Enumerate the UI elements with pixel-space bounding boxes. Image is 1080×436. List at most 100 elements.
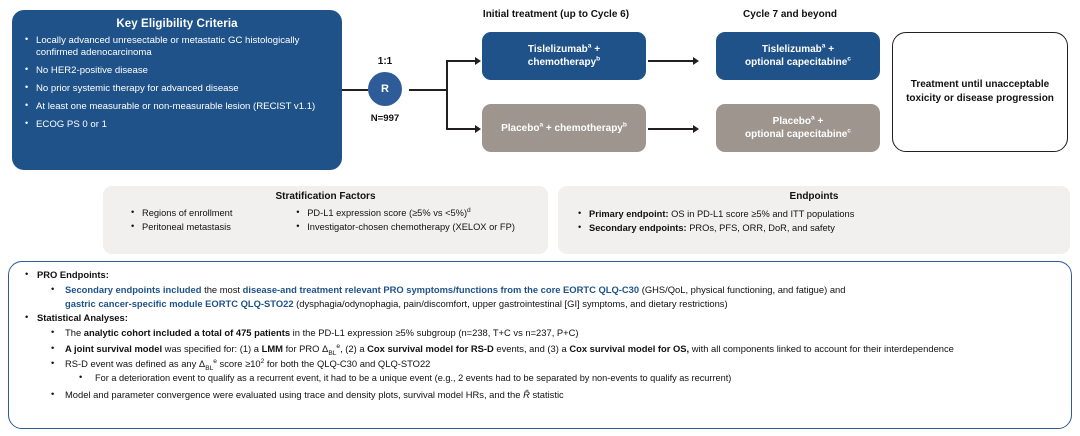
connector-line — [409, 89, 447, 91]
randomization-node: R — [368, 72, 402, 106]
footnote-marker: c — [847, 55, 851, 63]
arm-label: chemotherapy — [527, 57, 597, 68]
arrow-icon — [475, 56, 481, 65]
connector-line — [446, 128, 476, 130]
arm-label-mid: + — [814, 116, 824, 127]
footnote-marker: b — [596, 55, 601, 63]
arm-label: Placebo — [501, 122, 540, 134]
stratification-left-column: Regions of enrollment Peritoneal metasta… — [129, 206, 294, 234]
footnote-marker: e — [336, 342, 341, 350]
statistical-item-recurrent-event: For a deterioration event to qualify as … — [17, 371, 1063, 385]
endpoints-panel: Endpoints Primary endpoint: OS in PD-L1 … — [558, 186, 1070, 254]
pro-text-1: the most — [201, 284, 243, 296]
list-item: Investigator-chosen chemotherapy (XELOX … — [294, 220, 540, 235]
pro-endpoints-heading: PRO Endpoints: — [17, 267, 1063, 281]
pro-text-2: (GHS/QoL, physical functioning, and fati… — [639, 284, 846, 296]
stat-text: score ≥10 — [216, 358, 261, 370]
pro-bold-2: disease-and treatment relevant PRO sympt… — [242, 284, 640, 296]
arm-label-mid: + chemotherapy — [543, 122, 623, 134]
pro-statistics-box: PRO Endpoints: Secondary endpoints inclu… — [8, 261, 1072, 429]
arm-box-later-control: Placeboa + optional capecitabinec — [716, 104, 880, 152]
superscript-2: 2 — [260, 357, 265, 365]
connector-line — [648, 60, 694, 62]
footnote-marker: e — [213, 357, 217, 365]
arm-label: optional capecitabine — [745, 57, 848, 68]
list-item: Locally advanced unresectable or metasta… — [22, 34, 332, 58]
list-item: PD-L1 expression score (≥5% vs <5%)d — [294, 206, 540, 221]
duration-line-2: toxicity or disease progression — [906, 93, 1054, 104]
list-item: Secondary endpoints: PROs, PFS, ORR, DoR… — [576, 220, 1062, 235]
arm-label: Tislelizumab — [527, 44, 588, 55]
footnote-marker: d — [467, 206, 471, 214]
column-header-initial: Initial treatment (up to Cycle 6) — [482, 9, 630, 20]
arm-box-initial-active: Tislelizumaba + chemotherapyb — [482, 32, 646, 80]
stat-text: with all components linked to account fo… — [689, 342, 954, 354]
statistical-item-convergence: Model and parameter convergence were eva… — [17, 387, 1063, 401]
eligibility-list: Locally advanced unresectable or metasta… — [22, 34, 332, 131]
secondary-endpoint-label: Secondary endpoints: — [589, 223, 687, 233]
connector-line — [648, 128, 694, 130]
stratification-panel: Stratification Factors Regions of enroll… — [103, 186, 548, 254]
secondary-endpoint-text: PROs, PFS, ORR, DoR, and safety — [686, 223, 835, 233]
randomization-ratio: 1:1 — [377, 56, 393, 67]
stat-bold: LMM — [261, 342, 283, 354]
footnote-marker: c — [847, 127, 851, 135]
randomization-n: N=997 — [370, 113, 400, 124]
list-item: At least one measurable or non-measurabl… — [22, 100, 332, 113]
arm-label-mid: + — [591, 44, 601, 55]
list-item: Primary endpoint: OS in PD-L1 score ≥5% … — [576, 206, 1062, 221]
footnote-marker: b — [622, 121, 627, 129]
treatment-duration-box: Treatment until unacceptable toxicity or… — [892, 32, 1068, 152]
stat-text: for PRO Δ — [282, 342, 329, 354]
arm-label: optional capecitabine — [745, 129, 848, 140]
pro-bold-3: gastric cancer-specific module EORTC QLQ… — [65, 297, 294, 309]
subscript-bl: BL — [328, 349, 337, 357]
pro-text-3: (dysphagia/odynophagia, pain/discomfort,… — [293, 297, 728, 309]
strat-text: PD-L1 expression score (≥5% vs <5%) — [307, 208, 468, 218]
list-item: ECOG PS 0 or 1 — [22, 118, 332, 131]
statistical-item-cohort: The analytic cohort included a total of … — [17, 325, 1063, 339]
footnote-marker: a — [539, 121, 544, 129]
stat-text: events, and (3) a — [493, 342, 570, 354]
eligibility-title: Key Eligibility Criteria — [116, 18, 238, 30]
stratification-title: Stratification Factors — [275, 191, 376, 202]
statistical-item-rsd-definition: RS-D event was defined as any ΔBLe score… — [17, 356, 1063, 372]
r-hat-symbol: R̂ — [523, 388, 530, 400]
stat-text: for both the QLQ-C30 and QLQ-STO22 — [264, 358, 431, 370]
statistical-item-joint-model: A joint survival model was specified for… — [17, 341, 1063, 357]
stat-bold: Cox survival model for OS, — [569, 342, 690, 354]
list-item: No HER2-positive disease — [22, 64, 332, 77]
arrow-icon — [693, 124, 699, 133]
stat-text: The — [65, 327, 84, 339]
stat-text: Model and parameter convergence were eva… — [65, 388, 524, 400]
stat-text: was specified for: (1) a — [162, 342, 262, 354]
footnote-marker: a — [587, 42, 592, 50]
stat-bold: A joint survival model — [65, 342, 163, 354]
arrow-icon — [693, 56, 699, 65]
stat-bold: Cox survival model for RS-D — [367, 342, 494, 354]
subscript-bl: BL — [205, 364, 214, 372]
stratification-right-column: PD-L1 expression score (≥5% vs <5%)d Inv… — [294, 206, 540, 235]
arm-label-mid: + — [825, 44, 835, 55]
connector-line — [446, 60, 448, 130]
footnote-marker: a — [811, 114, 815, 122]
arm-box-later-active: Tislelizumaba + optional capecitabinec — [716, 32, 880, 80]
arm-box-initial-control: Placeboa + chemotherapyb — [482, 104, 646, 152]
stat-text: , (2) a — [340, 342, 368, 354]
pro-endpoints-detail: Secondary endpoints included the most di… — [17, 282, 1063, 310]
stat-text: RS-D event was defined as any Δ — [65, 358, 206, 370]
statistical-analyses-heading: Statistical Analyses: — [17, 310, 1063, 324]
primary-endpoint-text: OS in PD-L1 score ≥5% and ITT population… — [668, 209, 855, 219]
arm-label: Placebo — [772, 116, 812, 127]
eligibility-criteria-box: Key Eligibility Criteria Locally advance… — [12, 10, 342, 170]
column-header-later: Cycle 7 and beyond — [743, 9, 837, 20]
list-item: Regions of enrollment — [129, 206, 294, 221]
pro-bold-1: Secondary endpoints included — [65, 284, 202, 296]
arm-label: Tislelizumab — [761, 44, 822, 55]
endpoints-title: Endpoints — [789, 191, 839, 202]
list-item: No prior systemic therapy for advanced d… — [22, 82, 332, 95]
stat-text: statistic — [529, 388, 564, 400]
footnote-marker: a — [821, 42, 826, 50]
connector-line — [446, 60, 476, 62]
